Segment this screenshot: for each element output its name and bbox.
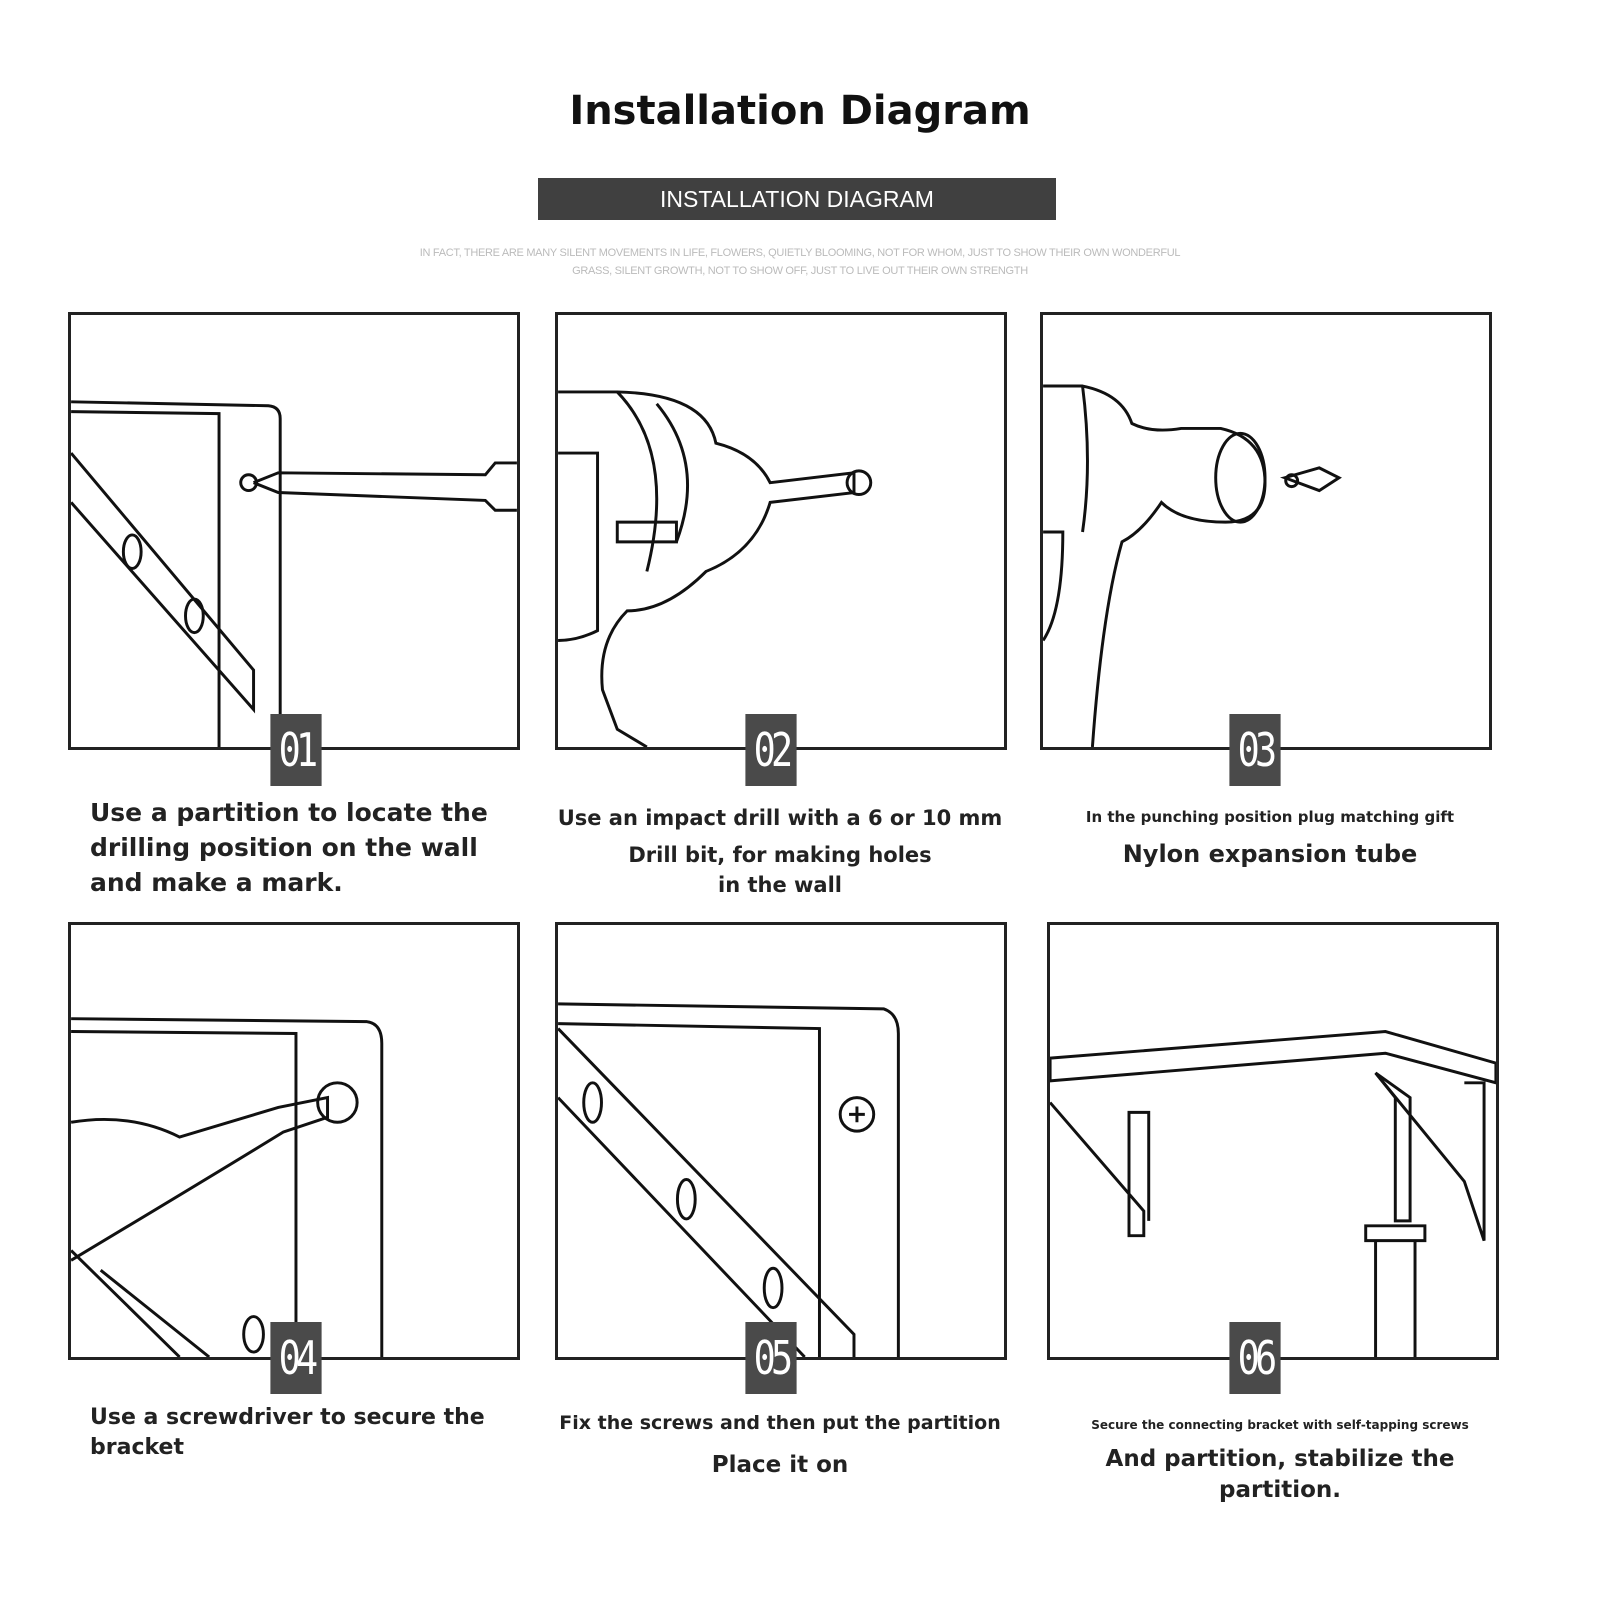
section-banner: INSTALLATION DIAGRAM [538, 178, 1056, 220]
shelf-board-icon [1050, 1030, 1496, 1085]
step-6-caption-line-1: Secure the connecting bracket with self-… [1091, 1418, 1469, 1432]
step-6-caption: Secure the connecting bracket with self-… [1050, 1418, 1510, 1506]
subtitle: IN FACT, THERE ARE MANY SILENT MOVEMENTS… [330, 244, 1270, 280]
step-5-badge: 05 [745, 1322, 797, 1394]
partition-outline [71, 400, 282, 747]
step-4-badge: 04 [270, 1322, 322, 1394]
step-5-caption-line-2: Place it on [711, 1452, 849, 1478]
step-2-illustration [555, 312, 1007, 750]
pencil-icon [253, 461, 517, 512]
step-3-illustration [1040, 312, 1492, 750]
bracket-arm [71, 452, 256, 714]
bracket-arm [558, 1027, 856, 1357]
step-1-badge: 01 [270, 714, 322, 786]
screwdriver-icon [71, 1095, 330, 1262]
bracket-left-icon [1050, 1101, 1151, 1238]
step-1-caption: Use a partition to locate the drilling p… [90, 798, 488, 897]
hand-icon [1043, 384, 1267, 747]
step-5-caption-line-1: Fix the screws and then put the partitio… [559, 1412, 1001, 1434]
nylon-expansion-tube-icon [1279, 466, 1342, 493]
step-5-illustration [555, 922, 1007, 1360]
screw-icon [838, 1096, 876, 1133]
step-3-caption-line-1: In the punching position plug matching g… [1085, 808, 1455, 826]
bracket-right-icon [1374, 1072, 1486, 1242]
step-4-caption: Use a screwdriver to secure the bracket [90, 1405, 485, 1460]
step-2-caption: Use an impact drill with a 6 or 10 mm Dr… [540, 802, 1020, 900]
step-3-caption: In the punching position plug matching g… [1040, 808, 1500, 868]
screw-icon [316, 1081, 359, 1124]
step-5-caption: Fix the screws and then put the partitio… [535, 1412, 1025, 1478]
page-title: Installation Diagram [569, 88, 1031, 134]
partition-outline [558, 1002, 900, 1357]
screwdriver-icon [1364, 1071, 1427, 1357]
subtitle-line-2: GRASS, SILENT GROWTH, NOT TO SHOW OFF, J… [572, 265, 1028, 277]
step-2-caption-line-1: Use an impact drill with a 6 or 10 mm [557, 806, 1003, 830]
subtitle-line-1: IN FACT, THERE ARE MANY SILENT MOVEMENTS… [419, 247, 1181, 259]
step-2-badge: 02 [745, 714, 797, 786]
step-3-caption-line-2: Nylon expansion tube [1122, 840, 1418, 868]
step-2-caption-line-2: Drill bit, for making holes in the wall [628, 843, 932, 897]
step-3-badge: 03 [1229, 714, 1281, 786]
step-4-illustration [68, 922, 520, 1360]
partition-outline [71, 1017, 384, 1357]
step-1-illustration [68, 312, 520, 750]
drill-bit-icon [845, 469, 873, 496]
step-6-caption-line-2: And partition, stabilize the partition. [1105, 1446, 1455, 1503]
drill-icon [558, 390, 856, 747]
step-6-illustration [1047, 922, 1499, 1360]
step-6-badge: 06 [1229, 1322, 1281, 1394]
